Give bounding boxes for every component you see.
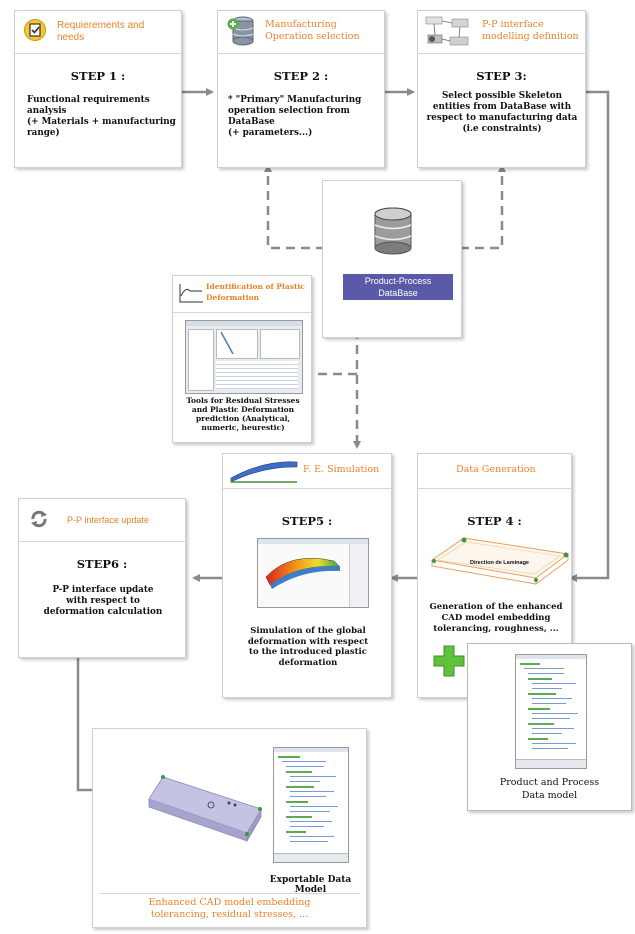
datamodel-tree-screenshot	[515, 654, 587, 769]
step2-header-title: Manufacturing Operation selection	[265, 19, 380, 43]
exportable-label: Exportable Data Model	[269, 875, 352, 895]
exportable-tree-screenshot	[273, 747, 349, 863]
header-line: Manufacturing	[265, 19, 337, 30]
step5-line: Simulation of the global	[250, 626, 366, 636]
step2-line: DataBase	[228, 117, 275, 127]
step2-line: * "Primary" Manufacturing	[228, 95, 362, 105]
final-caption-line: tolerancing, residual stresses, ...	[150, 909, 309, 920]
step3-title: STEP 3:	[476, 69, 527, 83]
step1-box: Requierements and needs STEP 1 : Functio…	[14, 10, 182, 168]
step4-text: Generation of the enhanced CAD model emb…	[420, 602, 572, 635]
step6-box: P-P interface update STEP6 : P-P interfa…	[18, 498, 186, 658]
checklist-icon	[24, 19, 46, 41]
step1-title: STEP 1 :	[70, 69, 126, 83]
database-icon	[370, 206, 416, 258]
step3-line: (i.e constraints)	[462, 124, 542, 134]
datamodel-caption-line: Product and Process	[499, 777, 600, 788]
dashed-step3-db	[445, 176, 504, 252]
header-line: P-P interface	[482, 19, 544, 30]
step1-line: Functional requirements	[27, 95, 150, 105]
tools-caption-line: prediction (Analytical,	[195, 414, 291, 423]
step3-line: respect to manufacturing data	[426, 113, 578, 123]
database-label-line: Product-Process	[364, 276, 432, 286]
tools-header-title: Identification of Plastic Deformation	[206, 281, 310, 303]
step3-line: entities from DataBase with	[432, 102, 572, 112]
step4-plate-drawing: Direction de Laminage	[430, 532, 570, 592]
final-caption: Enhanced CAD model embedding tolerancing…	[93, 897, 366, 921]
step5-text: Simulation of the global deformation wit…	[231, 626, 385, 668]
step4-line: Generation of the enhanced	[429, 602, 563, 612]
step4-header: Data Generation	[418, 454, 571, 489]
final-caption-line: Enhanced CAD model embedding	[148, 897, 311, 908]
step6-line: with respect to	[66, 596, 140, 606]
step5-header-title: F. E. Simulation	[303, 464, 380, 475]
step2-line: (+ parameters...)	[228, 128, 313, 138]
final-box: Exportable Data Model Enhanced CAD model…	[92, 728, 367, 928]
header-line: Deformation	[206, 293, 260, 302]
step4-title: STEP 4 :	[467, 514, 522, 528]
refresh-icon	[29, 509, 49, 529]
tools-caption-line: Tools for Residual Stresses	[186, 396, 300, 405]
step5-line: to the introduced plastic	[249, 647, 367, 657]
database-label: Product-Process DataBase	[343, 274, 453, 300]
step3-text: Select possible Skeleton entities from D…	[422, 91, 582, 135]
step4-header-title: Data Generation	[456, 464, 536, 475]
plate-direction-label: Direction de Laminage	[470, 560, 529, 566]
step6-line: P-P interface update	[52, 585, 154, 595]
step5-line: deformation	[278, 657, 338, 668]
tools-header: Identification of Plastic Deformation	[173, 276, 311, 313]
step1-line: (+ Materials + manufacturing	[27, 117, 176, 127]
step6-line: deformation calculation	[43, 607, 163, 617]
step1-header-title: Requierements and needs	[57, 20, 145, 43]
step1-text: Functional requirements analysis (+ Mate…	[27, 95, 177, 139]
step5-line: deformation with respect	[247, 636, 369, 647]
step5-title: STEP5 :	[281, 514, 333, 528]
step2-title: STEP 2 :	[273, 69, 329, 83]
tools-caption-line: and Plastic Deformation	[191, 405, 295, 414]
step2-header: Manufacturing Operation selection	[218, 11, 384, 54]
step6-header-title: P-P interface update	[67, 515, 149, 525]
step5-simulation-screenshot	[257, 538, 369, 608]
dashed-step2-db	[266, 176, 337, 252]
skeleton-graph-icon	[424, 15, 474, 49]
curve-icon	[178, 282, 204, 304]
cad-plate-drawing	[145, 769, 265, 849]
datamodel-caption-line: Data model	[521, 790, 578, 801]
step3-line: Select possible Skeleton	[441, 91, 563, 101]
database-label-line: DataBase	[378, 288, 418, 298]
database-add-icon	[226, 15, 256, 47]
step3-box: P-P interface modelling definition STEP …	[417, 10, 586, 168]
plus-icon	[432, 644, 466, 678]
step5-header: F. E. Simulation	[223, 454, 391, 489]
step1-header: Requierements and needs	[15, 11, 181, 54]
tools-box: Identification of Plastic Deformation To…	[172, 275, 312, 443]
step5-box: F. E. Simulation STEP5 : Simulation of t…	[222, 453, 392, 698]
step4-line: CAD model embedding	[441, 613, 551, 623]
header-line: Identification of Plastic	[206, 282, 305, 291]
datamodel-box: Product and Process Data model	[467, 643, 632, 811]
step6-header: P-P interface update	[19, 499, 185, 542]
tools-caption-line: numeric, heurestic)	[201, 423, 285, 432]
step6-text: P-P interface update with respect to def…	[25, 585, 181, 618]
tools-screenshot	[185, 320, 303, 394]
arrow-step3-to-step4	[569, 90, 610, 582]
step3-header-title: P-P interface modelling definition	[482, 19, 584, 43]
datamodel-caption: Product and Process Data model	[468, 776, 631, 802]
step1-line: analysis	[27, 106, 67, 116]
step1-line: range)	[27, 128, 60, 138]
step4-line: tolerancing, roughness, ...	[433, 624, 559, 634]
step2-text: * "Primary" Manufacturing operation sele…	[228, 95, 383, 139]
header-line: modelling definition	[482, 31, 579, 42]
step6-title: STEP6 :	[76, 557, 128, 571]
fe-beam-icon	[229, 458, 299, 484]
tools-caption: Tools for Residual Stresses and Plastic …	[181, 396, 305, 432]
step2-box: Manufacturing Operation selection STEP 2…	[217, 10, 385, 168]
header-line: Operation selection	[265, 31, 360, 42]
step2-line: operation selection from	[228, 106, 350, 116]
step3-header: P-P interface modelling definition	[418, 11, 585, 54]
database-box: Product-Process DataBase	[322, 180, 462, 338]
